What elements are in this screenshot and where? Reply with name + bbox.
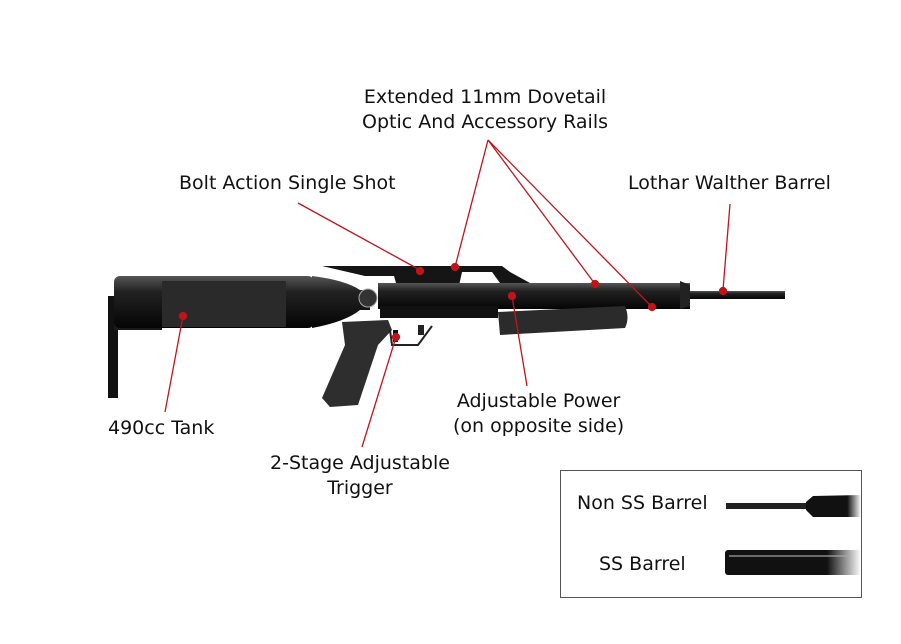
trigger-label: 2-Stage Adjustable Trigger — [270, 451, 450, 501]
trigger-guard — [389, 325, 433, 346]
ss-barrel-label: SS Barrel — [599, 553, 686, 575]
tank-foam — [162, 281, 286, 327]
trigger-label-line2: Trigger — [327, 477, 393, 499]
power-label: Adjustable Power (on opposite side) — [453, 389, 624, 439]
power-label-line2: (on opposite side) — [453, 415, 625, 437]
ss-barrel-image — [725, 550, 861, 575]
bolt-label: Bolt Action Single Shot — [179, 172, 396, 194]
callout-dot-power — [507, 291, 517, 301]
callout-dot-bolt — [415, 266, 425, 276]
forend — [498, 306, 628, 335]
tank-label: 490cc Tank — [108, 417, 215, 439]
callout-dot-rail — [450, 262, 460, 272]
trigger-label-line1: 2-Stage Adjustable — [270, 452, 450, 474]
top-rail-frame — [322, 266, 530, 290]
barrel-comparison-inset: Non SS Barrel SS Barrel — [560, 470, 862, 598]
barrel — [690, 291, 785, 299]
callout-dot-rail — [590, 279, 600, 289]
rails-label: Extended 11mm Dovetail Optic And Accesso… — [362, 85, 608, 135]
callout-dot-rail — [647, 302, 657, 312]
rails-label-line1: Extended 11mm Dovetail — [363, 86, 607, 108]
callout-dot-barrel — [718, 286, 728, 296]
non-ss-barrel-label: Non SS Barrel — [577, 492, 708, 514]
barrel-label: Lothar Walther Barrel — [628, 172, 831, 194]
rails-label-line2: Optic And Accessory Rails — [362, 111, 609, 133]
pistol-grip — [322, 320, 392, 407]
callout-dot-tank — [178, 311, 188, 321]
non-ss-barrel-image — [726, 495, 861, 517]
callout-dot-trigger — [391, 332, 401, 342]
main-tube — [378, 283, 690, 309]
rifle-image — [108, 266, 785, 407]
power-label-line1: Adjustable Power — [456, 390, 621, 412]
callout-lines — [164, 139, 731, 448]
butt-plate — [108, 296, 118, 398]
barrel-comparison-images — [725, 495, 861, 575]
